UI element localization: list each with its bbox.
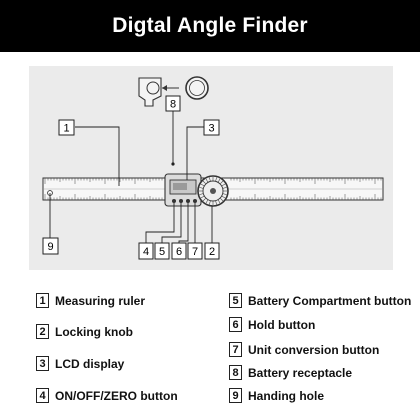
leader-lines: [49, 110, 213, 243]
legend-item-1: 1 Measuring ruler: [36, 293, 145, 308]
knob-tick: [209, 200, 211, 205]
callout-7: 7: [187, 242, 203, 260]
leader-4: [145, 203, 175, 243]
knob-tick: [200, 183, 205, 187]
knob-ticks: [199, 177, 227, 205]
callouts: 1 3 8 9 4 5 6 7 2: [42, 95, 220, 260]
knob-tick: [209, 177, 211, 182]
legend-label: Unit conversion button: [248, 342, 380, 357]
knob-tick: [205, 178, 209, 183]
callout-4-label: 4: [143, 246, 149, 258]
legend-item-9: 9 Handing hole: [229, 388, 324, 403]
lcd-digits: [173, 183, 187, 190]
legend-item-2: 2 Locking knob: [36, 324, 133, 339]
legend-number: 7: [229, 342, 242, 357]
knob-tick: [222, 193, 227, 195]
callout-6-label: 6: [176, 246, 182, 258]
callout-1-label: 1: [63, 123, 69, 135]
legend-item-3: 3 LCD display: [36, 356, 124, 371]
leader-6: [178, 203, 189, 243]
battery-compartment-button: [179, 199, 183, 203]
arrow-left-icon: [162, 85, 167, 91]
knob-tick: [217, 178, 221, 183]
knob-tick: [202, 197, 207, 202]
legend-label: Handing hole: [248, 388, 324, 403]
legend-label: Hold button: [248, 317, 316, 332]
legend-item-7: 7 Unit conversion button: [229, 342, 379, 357]
on-off-zero-button: [172, 199, 176, 203]
knob-center: [210, 188, 216, 194]
locking-knob: [197, 175, 229, 207]
callout-2-label: 2: [209, 246, 215, 258]
legend-item-8: 8 Battery receptacle: [229, 365, 352, 380]
callout-7-label: 7: [192, 246, 198, 258]
battery-compartment-icon: [138, 77, 162, 107]
callout-5: 5: [154, 242, 170, 260]
unit-conversion-button: [193, 199, 197, 203]
callout-8-label: 8: [170, 99, 176, 111]
ruler-ticks-bottom: [44, 194, 382, 200]
legend-label: Measuring ruler: [55, 293, 146, 308]
legend-item-6: 6 Hold button: [229, 317, 315, 332]
knob-tick: [217, 199, 221, 204]
knob-tick: [222, 187, 227, 189]
callout-1: 1: [58, 119, 75, 136]
legend-number: 5: [229, 293, 242, 308]
angle-finder-diagram: 1 3 8 9 4 5 6 7 2: [29, 66, 393, 270]
leader-5: [161, 203, 182, 243]
leader-dot-8: [171, 162, 175, 166]
callout-5-label: 5: [159, 246, 165, 258]
legend-number: 4: [36, 388, 49, 403]
legend-number: 2: [36, 324, 49, 339]
legend-label: Battery Compartment button: [248, 293, 412, 308]
callout-2: 2: [204, 242, 220, 260]
knob-tick: [205, 199, 209, 204]
knob-tick: [200, 195, 205, 199]
callout-8: 8: [165, 95, 181, 112]
legend-number: 6: [229, 317, 242, 332]
legend-number: 8: [229, 365, 242, 380]
legend-number: 3: [36, 356, 49, 371]
legend-label: ON/OFF/ZERO button: [55, 388, 178, 403]
callout-3: 3: [203, 119, 220, 136]
page-title: Digtal Angle Finder: [112, 14, 308, 37]
knob-tick: [199, 187, 204, 189]
battery-receptacle-inset: [138, 76, 209, 107]
display-unit: [164, 173, 202, 207]
callout-6: 6: [171, 242, 187, 260]
legend-label: LCD display: [55, 356, 125, 371]
legend-number: 9: [229, 388, 242, 403]
title-bar: Digtal Angle Finder: [0, 0, 420, 52]
callout-9: 9: [42, 237, 59, 255]
leader-1: [75, 126, 120, 186]
knob-tick: [202, 180, 207, 185]
coin-battery-inner: [189, 80, 205, 96]
knob-tick: [215, 200, 217, 205]
legend-item-4: 4 ON/OFF/ZERO button: [36, 388, 178, 403]
legend-label: Locking knob: [55, 324, 133, 339]
knob-tick: [221, 195, 226, 199]
knob-tick: [219, 180, 224, 185]
callout-9-label: 9: [47, 241, 53, 253]
legend-item-5: 5 Battery Compartment button: [229, 293, 411, 308]
diagram-background: [29, 66, 393, 270]
leader-3: [186, 126, 204, 180]
legend-number: 1: [36, 293, 49, 308]
callout-3-label: 3: [208, 123, 214, 135]
callout-4: 4: [138, 242, 154, 260]
diagram-panel: 1 3 8 9 4 5 6 7 2: [29, 66, 393, 270]
knob-tick: [219, 197, 224, 202]
ruler-ticks-top: [44, 178, 382, 184]
battery-slot-icon: [146, 81, 160, 95]
knob-tick: [221, 183, 226, 187]
knob-tick: [215, 177, 217, 182]
hold-button: [186, 199, 190, 203]
knob-tick: [199, 193, 204, 195]
legend-label: Battery receptacle: [248, 365, 353, 380]
